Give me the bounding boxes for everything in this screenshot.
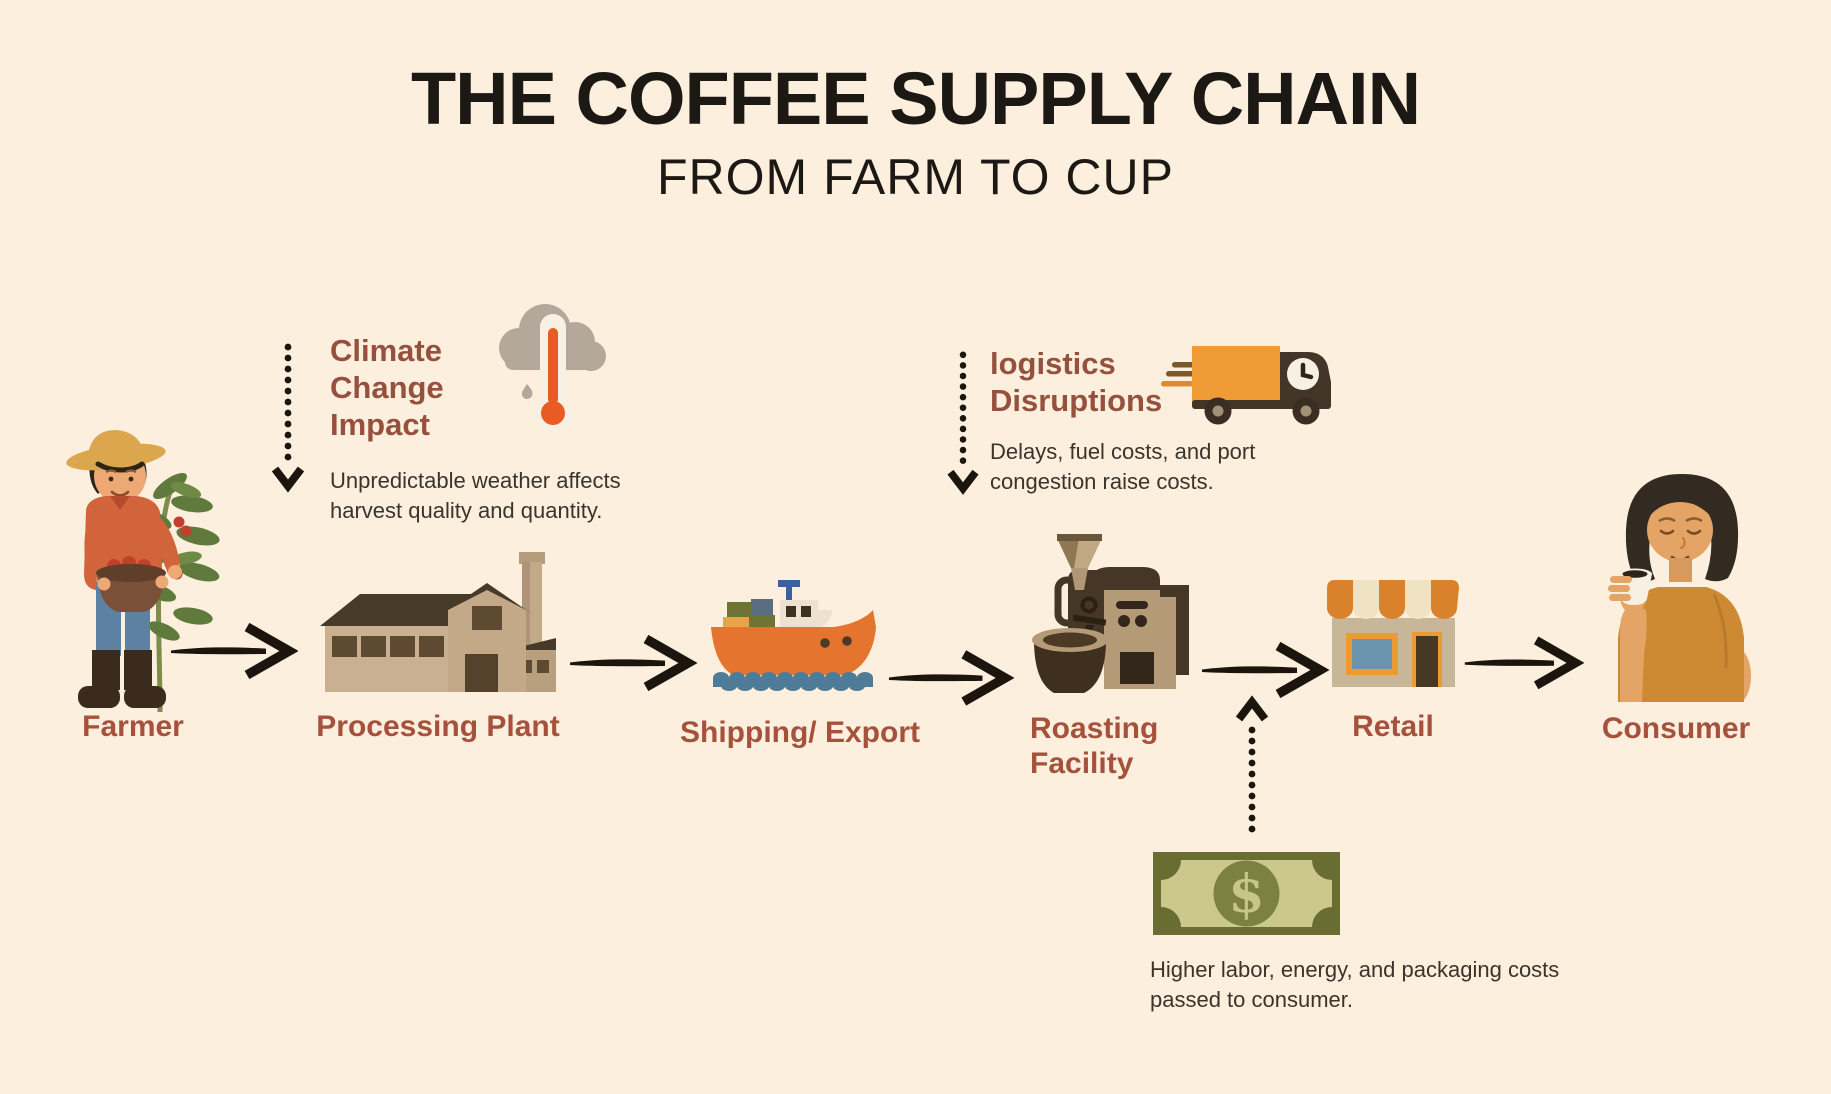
dotted-arrow-down-icon	[945, 350, 981, 502]
stage-label-farmer: Farmer	[82, 710, 184, 743]
flow-arrow-icon	[168, 618, 298, 680]
page-subtitle: FROM FARM TO CUP	[657, 149, 1174, 205]
climate-heading: Climate Change Impact	[330, 333, 444, 443]
delivery-truck-icon	[1161, 344, 1333, 426]
logistics-description: Delays, fuel costs, and port congestion …	[990, 439, 1256, 494]
stage-label-shipping-export: Shipping/ Export	[680, 716, 920, 749]
climate-description: Unpredictable weather affects harvest qu…	[330, 468, 621, 523]
logistics-heading: logistics Disruptions	[990, 346, 1163, 419]
stage-label-roasting-facility: Roasting Facility	[1030, 712, 1159, 780]
flow-arrow-icon	[1198, 637, 1330, 699]
dotted-arrow-up-icon	[1234, 688, 1270, 838]
storefront-illustration	[1326, 578, 1460, 689]
farmer-illustration	[58, 424, 238, 716]
dollar-bill-icon: $	[1153, 852, 1340, 935]
stage-label-retail: Retail	[1352, 710, 1434, 743]
dotted-arrow-down-icon	[270, 342, 306, 500]
factory-illustration	[320, 548, 556, 694]
flow-arrow-icon	[886, 645, 1014, 707]
consumer-illustration	[1588, 468, 1764, 702]
page-title: THE COFFEE SUPPLY CHAIN	[410, 57, 1421, 140]
flow-arrow-icon	[1462, 630, 1584, 692]
flow-arrow-icon	[566, 630, 698, 692]
coffee-roaster-illustration	[1028, 532, 1190, 702]
rain-cloud-thermometer-icon	[487, 296, 612, 454]
stage-label-consumer: Consumer	[1601, 712, 1751, 745]
cargo-ship-illustration	[705, 578, 877, 692]
costs-description: Higher labor, energy, and packaging cost…	[1150, 957, 1560, 1012]
svg-text:$: $	[1228, 864, 1264, 925]
stage-label-processing-plant: Processing Plant	[316, 710, 560, 743]
